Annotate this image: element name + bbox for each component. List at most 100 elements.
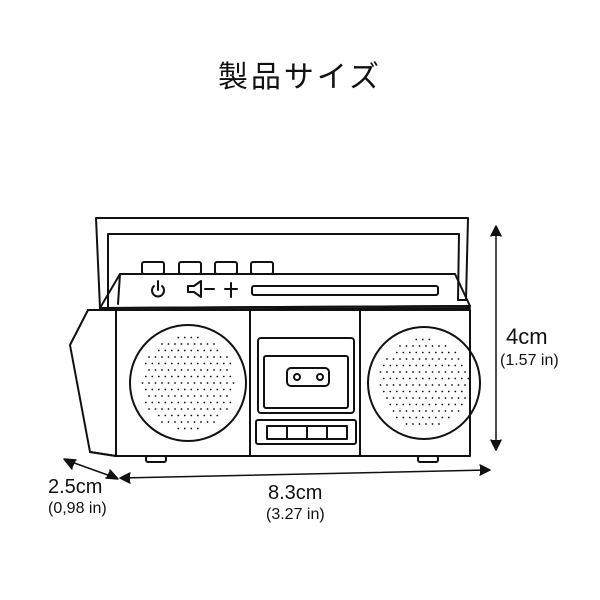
grille-dot — [187, 343, 189, 345]
speaker-left-grille — [141, 336, 235, 430]
top-buttons — [141, 261, 274, 275]
grille-dot — [190, 388, 193, 391]
speaker-icon — [187, 280, 202, 298]
grille-dot — [219, 356, 222, 358]
grille-dot — [425, 410, 427, 412]
grille-dot — [415, 390, 418, 393]
grille-dot — [421, 377, 424, 380]
grille-dot — [193, 356, 196, 358]
grille-dot — [392, 410, 395, 412]
grille-dot — [428, 377, 431, 380]
grille-dot — [190, 427, 193, 430]
grille-dot — [196, 375, 199, 378]
grille-dot — [203, 414, 206, 417]
grille-dot — [148, 395, 150, 397]
grille-dot — [382, 377, 385, 380]
height-label: 4cm — [506, 324, 548, 349]
grille-dot — [180, 395, 183, 397]
grille-dot — [395, 377, 398, 380]
top-panel — [99, 273, 471, 309]
cassette-window — [286, 367, 330, 387]
grille-dot — [167, 395, 170, 397]
width-label: 8.3cm — [268, 482, 323, 504]
grille-dot — [226, 369, 228, 371]
grille-dot — [213, 343, 215, 345]
grille-dot — [161, 356, 163, 358]
grille-dot — [428, 351, 431, 354]
width-dimension-line — [119, 464, 491, 484]
grille-dot — [167, 356, 170, 358]
grille-dot — [457, 371, 460, 373]
grille-dot — [428, 390, 431, 393]
grille-dot — [151, 362, 154, 365]
grille-dot — [386, 371, 388, 373]
grille-dot — [467, 377, 470, 380]
grille-dot — [209, 362, 212, 365]
grille-dot — [209, 375, 212, 378]
grille-dot — [431, 410, 434, 412]
grille-dot — [177, 388, 180, 391]
grille-dot — [183, 401, 186, 404]
grille-dot — [408, 377, 411, 380]
grille-dot — [389, 403, 392, 406]
grille-dot — [457, 410, 460, 412]
grille-dot — [183, 388, 186, 391]
grille-dot — [421, 351, 424, 354]
grille-dot — [418, 371, 421, 373]
grille-dot — [174, 369, 176, 371]
grille-dot — [161, 395, 163, 397]
grille-dot — [418, 384, 421, 386]
grille-dot — [157, 401, 160, 404]
grille-dot — [193, 343, 196, 345]
grille-dot — [389, 390, 392, 393]
grille-dot — [154, 395, 157, 397]
grille-dot — [464, 397, 466, 399]
grille-dot — [418, 423, 421, 425]
grille-dot — [213, 408, 215, 410]
cassette-keys — [255, 419, 357, 445]
grille-dot — [161, 382, 163, 384]
grille-dot — [415, 416, 418, 419]
grille-dot — [216, 414, 219, 417]
grille-dot — [395, 364, 398, 367]
grille-dot — [193, 395, 196, 397]
grille-dot — [144, 401, 147, 404]
grille-dot — [219, 395, 222, 397]
grille-dot — [451, 358, 453, 360]
handle — [95, 217, 469, 309]
cassette-deck — [257, 337, 355, 414]
grille-dot — [418, 345, 421, 347]
grille-dot — [412, 345, 414, 347]
top-button-4 — [250, 261, 274, 275]
grille-dot — [412, 371, 414, 373]
grille-dot — [425, 384, 427, 386]
grille-dot — [219, 369, 222, 371]
grille-dot — [399, 384, 401, 386]
grille-dot — [460, 403, 463, 406]
grille-dot — [399, 397, 401, 399]
grille-dot — [402, 377, 405, 380]
grille-dot — [183, 362, 186, 365]
grille-dot — [438, 423, 440, 425]
grille-dot — [421, 364, 424, 367]
grille-dot — [421, 403, 424, 406]
grille-dot — [164, 388, 167, 391]
grille-dot — [148, 356, 150, 358]
grille-dot — [431, 371, 434, 373]
grille-dot — [428, 364, 431, 367]
grille-dot — [438, 384, 440, 386]
grille-dot — [408, 416, 411, 419]
grille-dot — [190, 362, 193, 365]
grille-dot — [206, 382, 209, 384]
grille-dot — [402, 403, 405, 406]
grille-dot — [200, 369, 202, 371]
grille-dot — [229, 401, 232, 404]
grille-dot — [382, 364, 385, 367]
grille-dot — [395, 390, 398, 393]
grille-dot — [415, 364, 418, 367]
grille-dot — [151, 375, 154, 378]
grille-dot — [209, 401, 212, 404]
grille-dot — [154, 408, 157, 410]
grille-dot — [425, 397, 427, 399]
grille-dot — [226, 395, 228, 397]
